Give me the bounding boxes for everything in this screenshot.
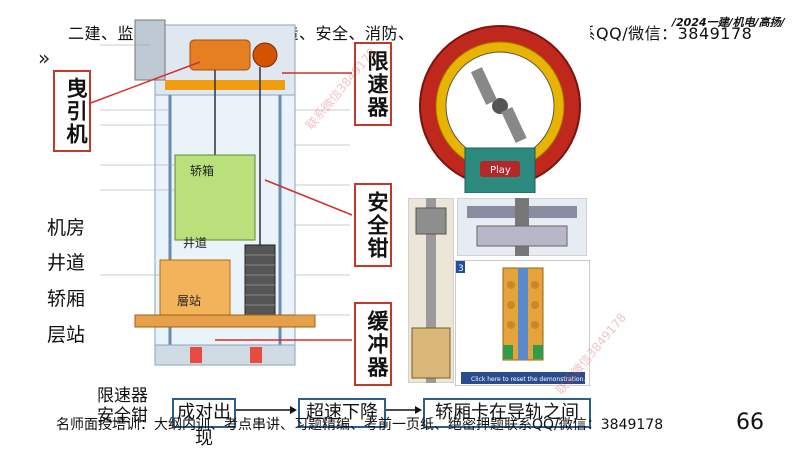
flyweight-left [470,67,498,105]
safety-closeup [457,198,587,256]
bottom-governor-label: 限速器 [97,386,148,406]
counterweight-buffer [250,347,262,363]
list-car: 轿厢 [47,288,86,310]
flyweight-right [501,107,527,143]
demo-caption: Click here to reset the demonstration. [471,376,585,383]
governor-illustration: Play [410,18,590,193]
traction-sheave [252,42,278,68]
label-traction-machine: 曳引机 [53,70,91,152]
guide-rail [426,198,436,383]
play-button[interactable] [480,161,520,177]
safety-block [415,207,447,235]
car-buffer [190,347,202,363]
course-tag: /2024一建/机电/高扬/ [672,16,785,29]
sequence-step-1: 成对出现 [172,398,236,449]
list-machine-room: 机房 [47,217,86,239]
svg-text:3: 3 [458,264,464,274]
list-landing: 层站 [47,324,86,346]
car-frame [411,327,451,379]
label-safety-gear: 安全钳 [354,183,392,267]
safety-gear-photo [408,198,454,383]
elevator-diagram: 轿箱 井道 層站 [100,19,350,366]
list-hoistway: 井道 [47,252,86,274]
traction-machine [189,39,251,71]
label-buffer: 缓冲器 [354,302,392,386]
footer-banner: 名师面授培训：大纲内训、考点串讲、习题精编、考前一页纸、绝密押题联系QQ/微信：… [56,417,664,433]
landing-sill [134,314,316,328]
shaft-label: 井道 [183,236,207,250]
governor-hub [492,98,508,114]
reset-bar[interactable] [461,372,585,384]
double-chevron-icon: » [38,46,51,70]
machine-beam [165,80,285,90]
car-label: 轿箱 [190,163,214,178]
landing-label: 層站 [177,294,201,308]
page-number: 66 [736,410,764,435]
rail-section [518,268,528,360]
counterweight [244,244,276,316]
bottom-safety-label: 安全钳 [97,406,148,426]
sequence-step-3: 轿厢卡在导轨之间 [423,398,591,428]
car [174,154,256,241]
safety-mechanism: 3 Click here to reset the demonstration. [455,260,590,386]
play-label: Play [490,165,511,176]
sequence-step-2: 超速下降 [298,398,386,428]
label-speed-governor: 限速器 [354,42,392,126]
